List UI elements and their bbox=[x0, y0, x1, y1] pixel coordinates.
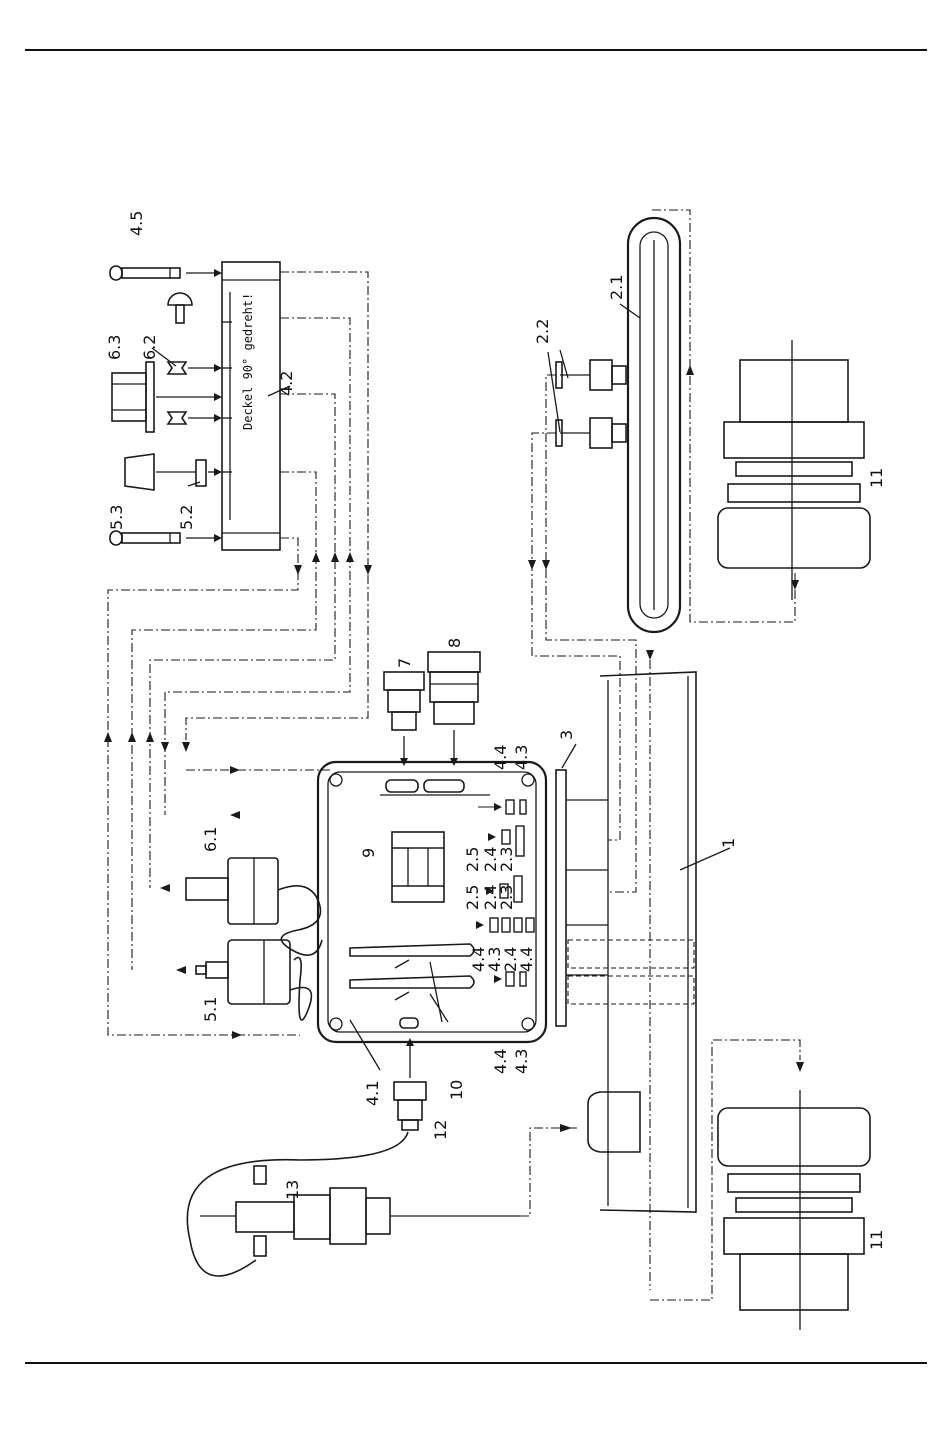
cable-gland-6-3 bbox=[112, 362, 222, 432]
label-4-4-bot: 4.4 bbox=[491, 1049, 510, 1074]
sensor-2-2-lower bbox=[556, 418, 626, 448]
label-5-2: 5.2 bbox=[177, 505, 196, 530]
sensor-routing-line bbox=[520, 1128, 580, 1216]
heating-element-2-1 bbox=[628, 218, 680, 632]
cover-screw-4-5 bbox=[110, 266, 222, 280]
union-fitting-11-upper bbox=[718, 340, 870, 600]
label-6-1: 6.1 bbox=[201, 827, 220, 852]
label-4-1: 4.1 bbox=[363, 1081, 382, 1106]
label-2-3-b: 2.3 bbox=[497, 885, 516, 910]
terminal-cover-assembly: Deckel 90° gedreht! bbox=[222, 262, 280, 550]
label-6-2: 6.2 bbox=[140, 335, 159, 360]
label-7: 7 bbox=[395, 658, 414, 668]
label-9: 9 bbox=[359, 848, 378, 858]
label-4-3-bot: 4.3 bbox=[512, 1049, 531, 1074]
gland-7 bbox=[384, 672, 424, 766]
cone-5-3 bbox=[125, 454, 196, 490]
label-2-1: 2.1 bbox=[607, 275, 626, 300]
label-12: 12 bbox=[431, 1120, 450, 1140]
label-6-3: 6.3 bbox=[105, 335, 124, 360]
label-11-lower: 11 bbox=[867, 1230, 886, 1250]
union-fitting-11-lower bbox=[650, 1040, 870, 1330]
label-4-2: 4.2 bbox=[277, 371, 296, 396]
label-5-3: 5.3 bbox=[107, 505, 126, 530]
label-2-3-a: 2.3 bbox=[497, 847, 516, 872]
cover-routing-lines bbox=[108, 272, 368, 1035]
cover-rotation-note: Deckel 90° gedreht! bbox=[241, 293, 255, 430]
label-1: 1 bbox=[719, 838, 738, 848]
label-2-5-a: 2.5 bbox=[463, 847, 482, 872]
fuse-holder-9 bbox=[392, 832, 444, 902]
label-2-2: 2.2 bbox=[533, 319, 552, 344]
fitting-6-2-lower bbox=[168, 412, 222, 424]
label-2-5-b: 2.5 bbox=[463, 885, 482, 910]
label-8: 8 bbox=[445, 638, 464, 648]
label-4-4-mid2: 4.4 bbox=[517, 947, 536, 972]
sensor-13 bbox=[187, 1132, 520, 1276]
label-4-3-top: 4.3 bbox=[512, 745, 531, 770]
gland-8 bbox=[428, 652, 480, 766]
label-4-5: 4.5 bbox=[127, 211, 146, 236]
loop-routing-lines bbox=[528, 210, 799, 892]
dome-cap bbox=[168, 293, 192, 323]
label-4-4-top: 4.4 bbox=[491, 745, 510, 770]
label-13: 13 bbox=[283, 1180, 302, 1200]
label-11-upper: 11 bbox=[867, 468, 886, 488]
cable-gland-12 bbox=[394, 1038, 426, 1130]
fitting-6-2-upper bbox=[168, 362, 222, 374]
heater-rods-10 bbox=[350, 944, 474, 1022]
callout-leaders bbox=[152, 304, 730, 1070]
routing-arrows bbox=[104, 552, 372, 1039]
label-10: 10 bbox=[447, 1080, 466, 1100]
sensor-routing-arrow bbox=[560, 1124, 572, 1132]
label-3: 3 bbox=[557, 730, 576, 740]
terminal-strip-3 bbox=[556, 770, 608, 1026]
cover-screw-lower bbox=[110, 531, 222, 545]
label-5-1: 5.1 bbox=[201, 997, 220, 1022]
